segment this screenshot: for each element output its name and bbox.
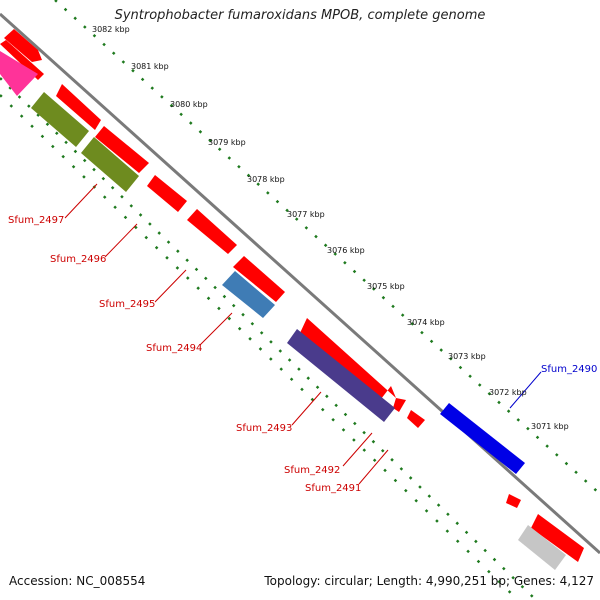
gene-label-sfum-2490[interactable]: Sfum_2490 [541, 364, 597, 375]
scale-label-3077: 3077 kbp [287, 210, 325, 219]
genome-title: Syntrophobacter fumaroxidans MPOB, compl… [114, 8, 486, 23]
gene-arrow[interactable] [531, 514, 584, 562]
gene-arrow[interactable] [147, 175, 187, 212]
gene-block-olive[interactable] [81, 137, 139, 192]
gene-block-olive[interactable] [31, 92, 89, 147]
scale-label-3075: 3075 kbp [367, 282, 405, 291]
gene-arrow[interactable] [393, 398, 406, 412]
scale-label-3076: 3076 kbp [327, 246, 365, 255]
inner-tick-ring-b [0, 94, 519, 600]
inner-tick-ring-a [0, 77, 537, 600]
scale-label-3073: 3073 kbp [448, 352, 486, 361]
gene-block-blue[interactable] [440, 403, 525, 474]
gene-arrow[interactable] [233, 256, 285, 302]
accession-text: Accession: NC_008554 [9, 574, 146, 588]
leader-sfum-2492 [342, 432, 373, 467]
gene-arrow[interactable] [187, 209, 237, 254]
leader-sfum-2497 [64, 183, 98, 219]
gene-label-sfum-2493[interactable]: Sfum_2493 [236, 423, 292, 434]
outer-tick-ring [54, 0, 600, 495]
scale-label-3072: 3072 kbp [489, 388, 527, 397]
scale-label-3079: 3079 kbp [208, 138, 246, 147]
genome-summary-text: Topology: circular; Length: 4,990,251 bp… [264, 574, 594, 588]
leader-sfum-2490 [509, 371, 542, 409]
gene-block-steelblue[interactable] [222, 271, 275, 318]
gene-block-magenta[interactable] [0, 51, 38, 96]
leader-sfum-2495 [154, 269, 187, 303]
gene-arrow[interactable] [95, 126, 149, 173]
gene-label-sfum-2494[interactable]: Sfum_2494 [146, 343, 202, 354]
scale-label-3071: 3071 kbp [531, 422, 569, 431]
scale-label-3081: 3081 kbp [131, 62, 169, 71]
gene-label-sfum-2496[interactable]: Sfum_2496 [50, 254, 106, 265]
leader-sfum-2493 [291, 391, 322, 426]
gene-label-sfum-2495[interactable]: Sfum_2495 [99, 299, 155, 310]
scale-label-3080: 3080 kbp [170, 100, 208, 109]
gene-arrow[interactable] [300, 318, 396, 399]
scale-label-3074: 3074 kbp [407, 318, 445, 327]
gene-block-grey[interactable] [518, 525, 566, 570]
leader-sfum-2494 [199, 312, 233, 346]
gene-label-sfum-2492[interactable]: Sfum_2492 [284, 465, 340, 476]
gene-arrow[interactable] [4, 29, 42, 62]
leader-sfum-2496 [104, 223, 138, 258]
gene-block-purple[interactable] [287, 329, 395, 422]
gene-arrow[interactable] [56, 84, 101, 130]
scale-label-3078: 3078 kbp [247, 175, 285, 184]
gene-label-sfum-2491[interactable]: Sfum_2491 [305, 483, 361, 494]
genome-backbone [0, 12, 600, 555]
gene-arrow[interactable] [407, 410, 425, 428]
gene-label-sfum-2497[interactable]: Sfum_2497 [8, 215, 64, 226]
gene-arrow[interactable] [506, 494, 521, 508]
leader-sfum-2491 [358, 449, 389, 485]
gene-arrow[interactable] [0, 40, 44, 80]
scale-label-3082: 3082 kbp [92, 25, 130, 34]
